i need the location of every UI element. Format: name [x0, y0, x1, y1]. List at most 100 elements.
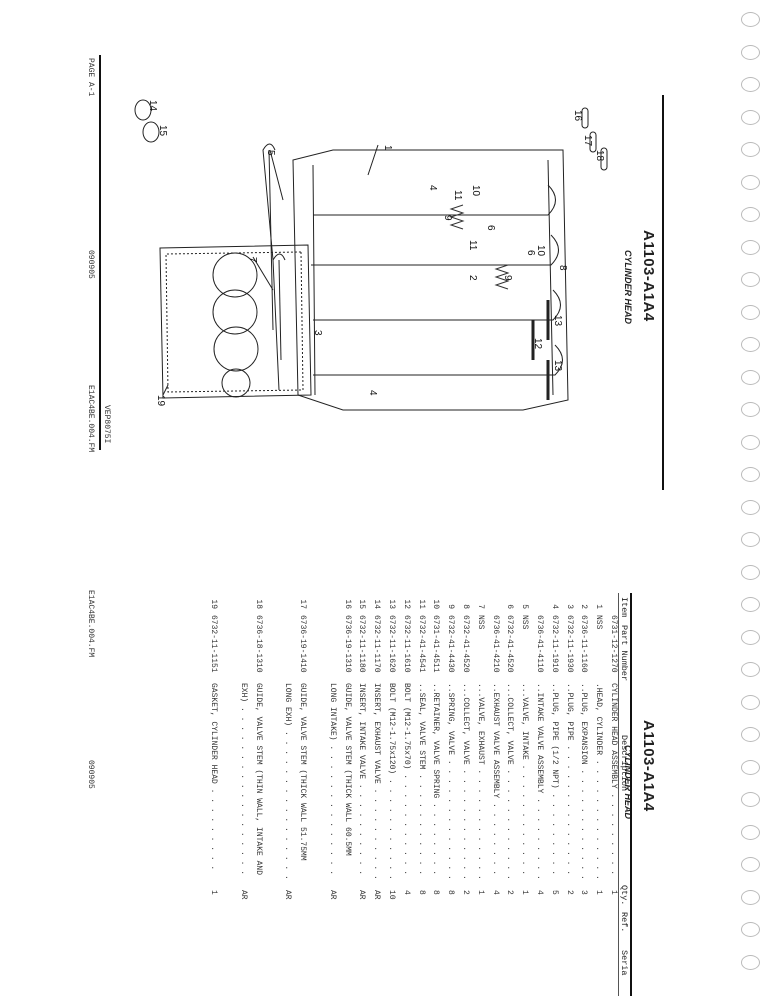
- left-page-subtitle: CYLINDER HEAD: [623, 250, 633, 325]
- col-description: Description: [619, 735, 629, 792]
- binder-hole: [741, 629, 760, 645]
- binder-hole: [741, 434, 760, 450]
- binder-hole: [741, 304, 760, 320]
- callout-number: 15: [157, 125, 168, 137]
- row-description: .HEAD, CYLINDER . . . . . . . . . . . . …: [594, 683, 604, 880]
- row-item: 18: [253, 599, 263, 609]
- binder-hole: [741, 499, 760, 515]
- row-description: LONG INTAKE) . . . . . . . . . . . . . .: [327, 683, 337, 876]
- binder-hole: [741, 857, 760, 872]
- ports: [311, 184, 563, 376]
- row-qty: 8: [416, 890, 426, 895]
- row-item: 2: [579, 604, 589, 609]
- row-part-number: 6731-12-1270: [609, 615, 618, 673]
- row-description: BOLT (M12-1.75x70) . . . . . . . . . . .: [401, 683, 411, 876]
- row-item: 5: [520, 604, 530, 609]
- callout-number: 17: [582, 135, 593, 147]
- binder-hole: [741, 662, 760, 677]
- figure-id: VEP8075I: [102, 405, 111, 444]
- row-qty: 5: [549, 890, 559, 895]
- row-part-number: 6736-18-1310: [253, 615, 263, 673]
- cylinder-head-body: [292, 149, 569, 411]
- binder-hole: [741, 727, 760, 742]
- binder-hole: [741, 824, 760, 840]
- callout-number: 8: [557, 265, 568, 271]
- row-item: 14: [372, 599, 382, 609]
- row-qty: AR: [239, 890, 248, 900]
- col-ref: Ref.: [619, 912, 629, 933]
- binder-hole: [741, 77, 760, 92]
- row-qty: 2: [505, 890, 515, 895]
- row-qty: 2: [461, 890, 470, 895]
- row-item: 12: [401, 599, 411, 609]
- row-part-number: 6736-41-4210: [490, 615, 500, 673]
- row-part-number: 6736-41-4110: [535, 615, 544, 673]
- binder-hole: [741, 272, 760, 287]
- row-description: ..SPRING, VALVE . . . . . . . . . . . . …: [446, 683, 456, 880]
- row-item: 15: [357, 599, 367, 609]
- table-top-rule: [630, 593, 632, 996]
- row-qty: AR: [327, 890, 337, 900]
- left-page-title: A1103-A1A4: [640, 230, 657, 322]
- head-gasket: [159, 244, 312, 399]
- row-part-number: 6732-11-1910: [549, 615, 559, 673]
- row-qty: 1: [209, 890, 219, 895]
- callout-number: 13: [552, 360, 563, 372]
- row-item: 11: [416, 599, 426, 609]
- row-part-number: 6732-11-1620: [387, 615, 396, 673]
- binder-hole: [741, 369, 760, 385]
- row-item: 17: [298, 599, 308, 609]
- binder-hole: [741, 792, 760, 807]
- right-footer-date: 090905: [86, 760, 95, 789]
- binder-hole: [741, 12, 760, 27]
- callout-number: 6: [485, 225, 496, 231]
- callout-number: 7: [247, 257, 258, 263]
- row-description: GUIDE, VALVE STEM (THICK WALL 51.75MM: [298, 683, 308, 861]
- row-description: GUIDE, VALVE STEM (THIN WALL, INTAKE AND: [253, 683, 263, 876]
- row-part-number: 6732-11-1610: [401, 615, 411, 673]
- row-qty: AR: [357, 890, 367, 900]
- row-description: ..SEAL, VALVE STEM . . . . . . . . . . .: [416, 683, 426, 876]
- col-part-number: Part Number: [619, 625, 629, 682]
- row-description: ...VALVE, EXHAUST . . . . . . . . . . . …: [475, 683, 485, 880]
- left-footer-date: 090905: [86, 250, 95, 279]
- row-item: 3: [564, 604, 574, 609]
- callout-number: 2: [467, 275, 478, 281]
- row-item: 7: [475, 604, 485, 609]
- row-description: ..PLUG, PIPE (1/2 NPT) . . . . . . . . .: [549, 683, 559, 876]
- row-description: ...COLLECT, VALVE . . . . . . . . . . . …: [505, 683, 515, 880]
- left-footer-page: PAGE A-1: [86, 58, 95, 97]
- col-serial: Seria: [619, 950, 629, 976]
- row-part-number: 6732-11-1170: [372, 615, 382, 673]
- binder-hole: [741, 532, 760, 547]
- callout-number: 13: [552, 315, 563, 327]
- binder-hole: [741, 239, 760, 255]
- row-item: 9: [446, 604, 456, 609]
- row-description: EXH) . . . . . . . . . . . . . . . . . .: [239, 683, 248, 876]
- row-qty: 8: [431, 890, 441, 895]
- row-part-number: 6732-41-4430: [446, 615, 456, 673]
- footer-rule: [99, 55, 101, 450]
- callout-number: 6: [525, 250, 536, 256]
- row-part-number: 6732-41-4520: [461, 615, 470, 673]
- row-item: 1: [594, 604, 604, 609]
- row-qty: 1: [475, 890, 485, 895]
- row-item: 4: [549, 604, 559, 609]
- row-part-number: 6736-11-1160: [579, 615, 589, 673]
- callout-number: 11: [467, 240, 478, 251]
- binder-hole: [741, 337, 760, 352]
- binder-hole: [741, 174, 760, 190]
- row-item: 16: [342, 599, 352, 609]
- row-item: 6: [505, 604, 515, 609]
- right-footer-file: E1AC4BE.004.FM: [86, 590, 95, 658]
- row-qty: 3: [579, 890, 589, 895]
- binder-hole: [741, 44, 760, 60]
- binder-hole: [741, 694, 760, 710]
- row-description: ...VALVE, INTAKE . . . . . . . . . . . .: [520, 683, 530, 876]
- row-qty: 1: [520, 890, 530, 895]
- row-qty: 8: [446, 890, 456, 895]
- binder-hole: [741, 759, 760, 775]
- callout-number: 11: [452, 190, 463, 201]
- binder-hole: [741, 922, 760, 937]
- row-description: ..PLUG, PIPE . . . . . . . . . . . . . .: [564, 683, 574, 876]
